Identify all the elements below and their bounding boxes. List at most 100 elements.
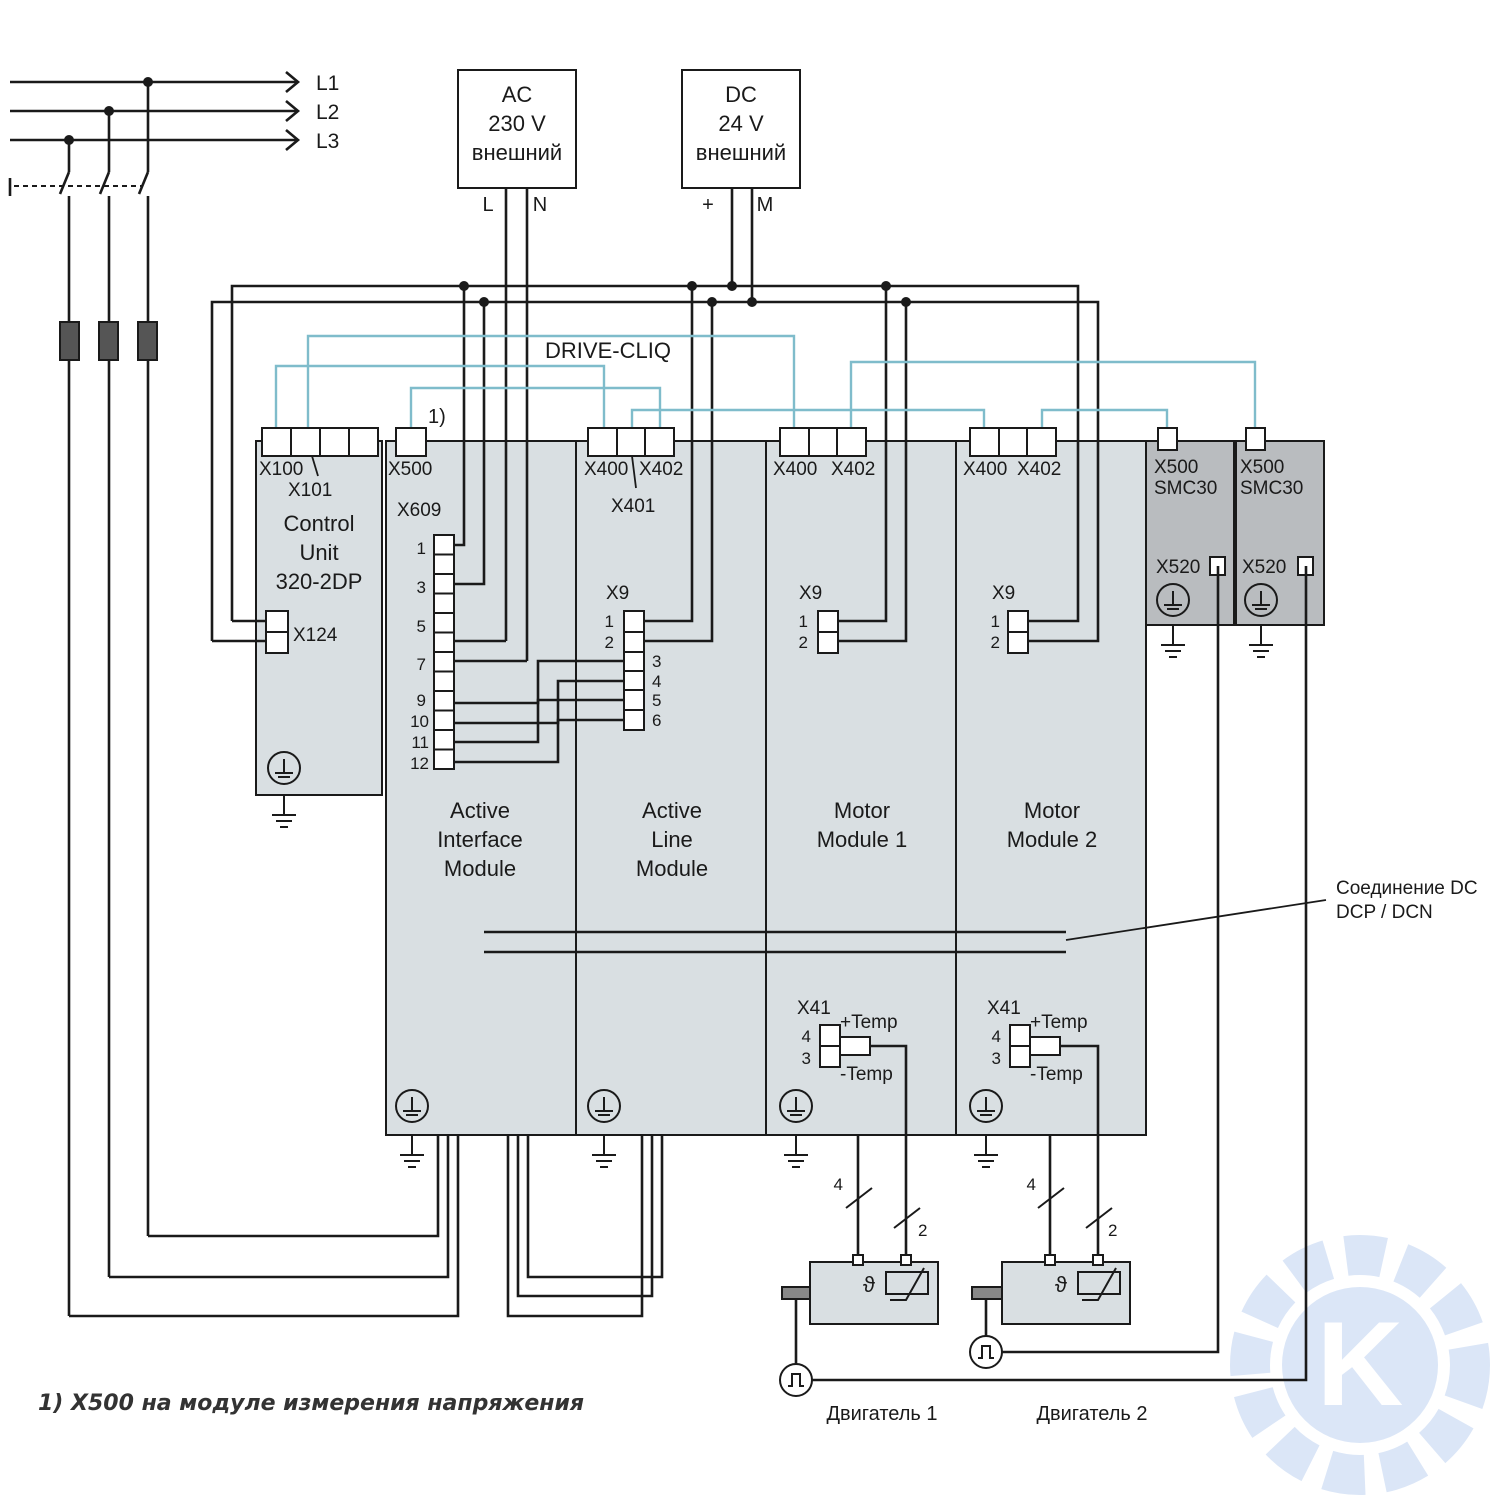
svg-text:L: L (482, 194, 493, 216)
module-bodies (255, 440, 1325, 1136)
svg-text:AC: AC (502, 82, 533, 107)
smc30-units: X500 SMC30 X520 X500 SMC30 X520 (1154, 457, 1314, 578)
cu-x101-label: X101 (288, 480, 332, 501)
svg-text:-Temp: -Temp (840, 1064, 893, 1085)
phase-l1-label: L1 (316, 72, 339, 95)
svg-text:6: 6 (652, 711, 661, 730)
svg-text:2: 2 (991, 633, 1000, 652)
mm1-title-line1: Motor (834, 798, 890, 823)
alm-x401-label: X401 (611, 496, 655, 517)
svg-text:X41: X41 (797, 998, 831, 1019)
smc30-2-body (1235, 440, 1325, 626)
svg-text:X41: X41 (987, 998, 1021, 1019)
svg-text:5: 5 (417, 617, 426, 636)
ground-icon (969, 1089, 1003, 1123)
svg-text:X500: X500 (1240, 457, 1284, 478)
svg-text:1: 1 (799, 612, 808, 631)
footnote: 1) X500 на модуле измерения напряжения (38, 1391, 584, 1416)
svg-text:внешний: внешний (472, 140, 562, 165)
control-unit: X100 X101 Control Unit 320-2DP X124 1) (259, 406, 446, 654)
ground-symbols (267, 583, 1278, 1168)
footnote-ref: 1) (428, 406, 446, 428)
logo-letter: K (1317, 1297, 1404, 1431)
active-interface-module-body (385, 440, 577, 1136)
mm2-title-line2: Module 2 (1007, 827, 1098, 852)
alm-x400-label: X400 (584, 459, 628, 480)
motor-1-label: Двигатель 1 (826, 1403, 937, 1425)
phase-l2-label: L2 (316, 101, 339, 124)
svg-text:4: 4 (1027, 1175, 1036, 1194)
drive-cliq-label: DRIVE-CLIQ (545, 338, 671, 363)
svg-text:2: 2 (1108, 1221, 1117, 1240)
svg-text:-Temp: -Temp (1030, 1064, 1083, 1085)
svg-text:12: 12 (410, 754, 429, 773)
svg-text:+: + (702, 194, 714, 216)
encoder-icon (969, 1335, 1003, 1369)
motor-module-2: X400 X402 X9 1 2 Motor Module 2 X41 +Tem… (963, 459, 1097, 1085)
svg-text:3: 3 (802, 1049, 811, 1068)
aim-title-line3: Module (444, 856, 516, 881)
svg-text:X402: X402 (831, 459, 875, 480)
ground-icon (779, 1089, 813, 1123)
mains-phases: L1 L2 L3 (8, 71, 664, 1318)
svg-text:X520: X520 (1156, 557, 1200, 578)
active-line-module: X400 X402 X401 X9 1 2 3 4 5 6 Active Lin… (584, 455, 708, 881)
svg-text:2: 2 (918, 1221, 927, 1240)
dc-supply: DC 24 V внешний + M (681, 69, 801, 216)
svg-text:1: 1 (417, 539, 426, 558)
ground-icon (395, 1089, 429, 1123)
svg-text:4: 4 (652, 672, 661, 691)
phase-l3-label: L3 (316, 130, 339, 153)
svg-text:11: 11 (411, 733, 429, 752)
cu-title-line1: Control (284, 511, 355, 536)
svg-text:+Temp: +Temp (1030, 1012, 1088, 1033)
cu-title-line2: Unit (299, 540, 338, 565)
aim-title-line1: Active (450, 798, 510, 823)
motor-cabling: 4 2 4 2 (834, 1044, 1117, 1258)
drive-cliq-wiring: DRIVE-CLIQ (274, 334, 1257, 428)
svg-text:X500: X500 (1154, 457, 1198, 478)
svg-text:4: 4 (802, 1027, 811, 1046)
svg-text:230 V: 230 V (488, 111, 546, 136)
ground-icon (267, 751, 301, 785)
smc30-1-body (1145, 440, 1235, 626)
alm-title-line1: Active (642, 798, 702, 823)
svg-text:24 V: 24 V (718, 111, 764, 136)
svg-text:4: 4 (992, 1027, 1001, 1046)
svg-text:5: 5 (652, 691, 661, 710)
svg-text:M: M (757, 194, 774, 216)
thermistor-icon: ϑ (863, 1272, 875, 1297)
alm-title-line3: Module (636, 856, 708, 881)
svg-text:X400: X400 (773, 459, 817, 480)
active-line-module-body (575, 440, 767, 1136)
svg-text:1: 1 (991, 612, 1000, 631)
svg-text:X9: X9 (799, 583, 822, 604)
encoder-icon (779, 1363, 813, 1397)
mm2-title-line1: Motor (1024, 798, 1080, 823)
supply-distribution (210, 188, 1100, 764)
svg-text:3: 3 (652, 652, 661, 671)
dc-link-label-line2: DCP / DCN (1336, 902, 1433, 923)
motor-module-1-body (765, 440, 957, 1136)
svg-text:DC: DC (725, 82, 757, 107)
svg-text:2: 2 (605, 633, 614, 652)
ac-supply: AC 230 V внешний L N (457, 69, 577, 216)
thermistor-icon: ϑ (1055, 1272, 1067, 1297)
top-connectors (261, 427, 1266, 457)
svg-text:SMC30: SMC30 (1154, 478, 1217, 499)
motor-2-label: Двигатель 2 (1036, 1403, 1147, 1425)
motor-module-1: X400 X402 X9 1 2 Motor Module 1 X41 +Tem… (773, 459, 907, 1085)
svg-text:4: 4 (834, 1175, 843, 1194)
ground-icon (1244, 583, 1278, 617)
ground-icon (587, 1089, 621, 1123)
svg-text:9: 9 (417, 691, 426, 710)
svg-text:1: 1 (605, 612, 614, 631)
svg-text:SMC30: SMC30 (1240, 478, 1303, 499)
svg-text:внешний: внешний (696, 140, 786, 165)
svg-text:3: 3 (992, 1049, 1001, 1068)
svg-text:X402: X402 (1017, 459, 1061, 480)
svg-text:3: 3 (417, 578, 426, 597)
cu-title-line3: 320-2DP (276, 569, 363, 594)
svg-text:X9: X9 (992, 583, 1015, 604)
